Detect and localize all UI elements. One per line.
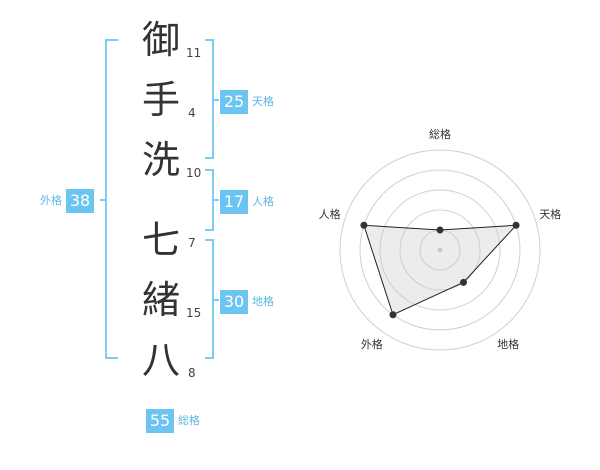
radar-point-4 [389, 311, 397, 319]
radar-axis-label-4: 外格 [361, 337, 383, 351]
name-char-5: 緒 [141, 278, 180, 322]
jinkaku-value: 17 [220, 190, 248, 214]
name-char-2: 手 [141, 78, 180, 122]
gaikaku-bracket [100, 39, 118, 359]
name-char-1: 御 [141, 18, 180, 62]
radar-axis-label-1: 総格 [429, 127, 451, 141]
radar-axis-label-2: 天格 [539, 207, 561, 221]
name-char-3: 洗 [141, 138, 180, 182]
radar-area [363, 224, 518, 316]
radar-grid-ring [339, 149, 541, 351]
stroke-count-2: 4 [188, 106, 196, 120]
radar-center-dot [437, 247, 443, 253]
radar-grid [339, 149, 541, 351]
radar-grid-ring [399, 209, 481, 291]
radar-point-3 [460, 278, 468, 286]
stroke-count-1: 11 [186, 46, 202, 60]
tenkaku-bracket [205, 39, 219, 159]
tenkaku-value: 25 [220, 90, 248, 114]
chikaku-bracket [205, 239, 219, 359]
name-char-4: 七 [141, 218, 180, 262]
stroke-count-4: 7 [188, 236, 196, 250]
stroke-count-3: 10 [186, 166, 202, 180]
stroke-count-5: 15 [186, 306, 202, 320]
radar-axis-label-5: 人格 [319, 207, 341, 221]
radar-grid-ring [359, 169, 521, 331]
soukaku-label: 総格 [178, 414, 200, 427]
stroke-count-6: 8 [188, 366, 196, 380]
tenkaku-badge: 25 天格 [220, 90, 274, 114]
radar-points [360, 221, 520, 319]
gaikaku-value: 38 [66, 189, 94, 213]
radar-grid-ring [379, 189, 501, 311]
jinkaku-badge: 17 人格 [220, 190, 274, 214]
radar-axis-label-3: 地格 [497, 337, 519, 351]
gaikaku-badge: 外格 38 [40, 189, 94, 213]
chikaku-badge: 30 地格 [220, 290, 274, 314]
chikaku-label: 地格 [252, 295, 274, 308]
gaikaku-label: 外格 [40, 194, 62, 207]
tenkaku-label: 天格 [252, 95, 274, 108]
soukaku-badge: 55 総格 [146, 409, 200, 433]
jinkaku-bracket [205, 169, 219, 231]
name-char-6: 八 [141, 338, 180, 382]
radar-point-5 [360, 221, 368, 229]
jinkaku-label: 人格 [252, 195, 274, 208]
radar-point-1 [436, 226, 444, 234]
soukaku-value: 55 [146, 409, 174, 433]
radar-point-2 [512, 221, 520, 229]
chikaku-value: 30 [220, 290, 248, 314]
